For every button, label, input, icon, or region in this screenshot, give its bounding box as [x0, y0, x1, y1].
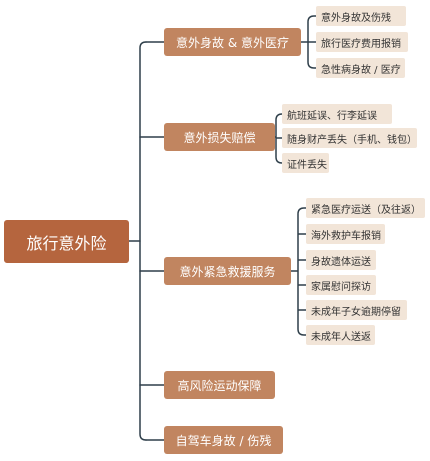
leaf-minor-return[interactable]: 未成年人送返 [306, 325, 375, 345]
root-node[interactable]: 旅行意外险 [4, 220, 129, 263]
leaf-personal-property-loss[interactable]: 随身财产丢失（手机、钱包） [282, 128, 417, 148]
leaf-remains-repatriation[interactable]: 身故遗体运送 [306, 250, 376, 270]
connector-branch-0-leaves [300, 15, 317, 69]
leaf-minor-overstay[interactable]: 未成年子女逾期停留 [306, 300, 407, 320]
leaf-travel-medical-reimbursement[interactable]: 旅行医疗费用报销 [316, 32, 408, 52]
leaf-flight-baggage-delay[interactable]: 航班延误、行李延误 [282, 104, 392, 124]
leaf-document-loss[interactable]: 证件丢失 [282, 153, 329, 173]
branch-high-risk-sports[interactable]: 高风险运动保障 [164, 371, 275, 399]
leaf-overseas-ambulance[interactable]: 海外救护车报销 [306, 224, 385, 244]
leaf-accident-death-disability[interactable]: 意外身故及伤残 [316, 6, 406, 26]
leaf-family-visit[interactable]: 家属慰问探访 [306, 275, 376, 295]
connector-trunk-vertical [139, 41, 147, 441]
branch-accident-death-medical[interactable]: 意外身故 & 意外医疗 [164, 28, 301, 56]
leaf-acute-illness[interactable]: 急性病身故 / 医疗 [316, 58, 405, 78]
leaf-emergency-medical-transport[interactable]: 紧急医疗运送（及往返） [306, 198, 425, 218]
branch-self-drive-death-disability[interactable]: 自驾车身故 / 伤残 [164, 426, 283, 454]
branch-loss-compensation[interactable]: 意外损失赔偿 [164, 123, 275, 151]
connector-branch-1-leaves [274, 113, 283, 164]
branch-emergency-rescue[interactable]: 意外紧急救援服务 [164, 257, 291, 285]
connector-branch-2-leaves [290, 207, 307, 336]
